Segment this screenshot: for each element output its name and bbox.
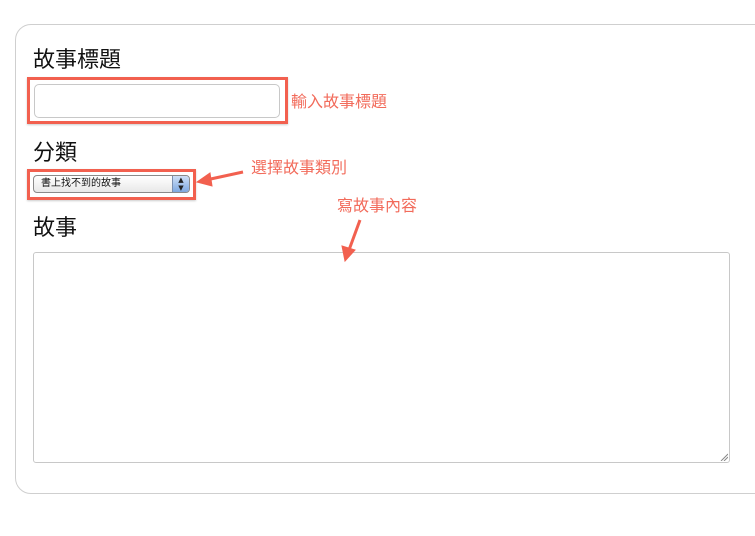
story-label: 故事 xyxy=(33,216,78,241)
form-panel xyxy=(15,24,755,494)
story-annotation: 寫故事內容 xyxy=(337,196,418,215)
category-highlight-box xyxy=(27,169,196,200)
select-stepper-icon: ▲▼ xyxy=(172,176,189,192)
arrow-to-category-icon xyxy=(195,170,244,187)
category-annotation: 選擇故事類別 xyxy=(251,158,348,177)
category-selected-value: 書上找不到的故事 xyxy=(41,178,121,189)
title-label: 故事標題 xyxy=(33,48,122,73)
category-select[interactable]: 書上找不到的故事 ▲▼ xyxy=(33,175,190,193)
title-annotation: 輸入故事標題 xyxy=(291,92,388,111)
story-title-input[interactable] xyxy=(34,84,280,118)
resize-grip-icon[interactable] xyxy=(720,453,728,461)
arrow-to-story-icon xyxy=(341,219,362,263)
title-highlight-box xyxy=(27,77,288,124)
story-textarea[interactable] xyxy=(33,252,730,463)
category-label: 分類 xyxy=(33,141,78,166)
